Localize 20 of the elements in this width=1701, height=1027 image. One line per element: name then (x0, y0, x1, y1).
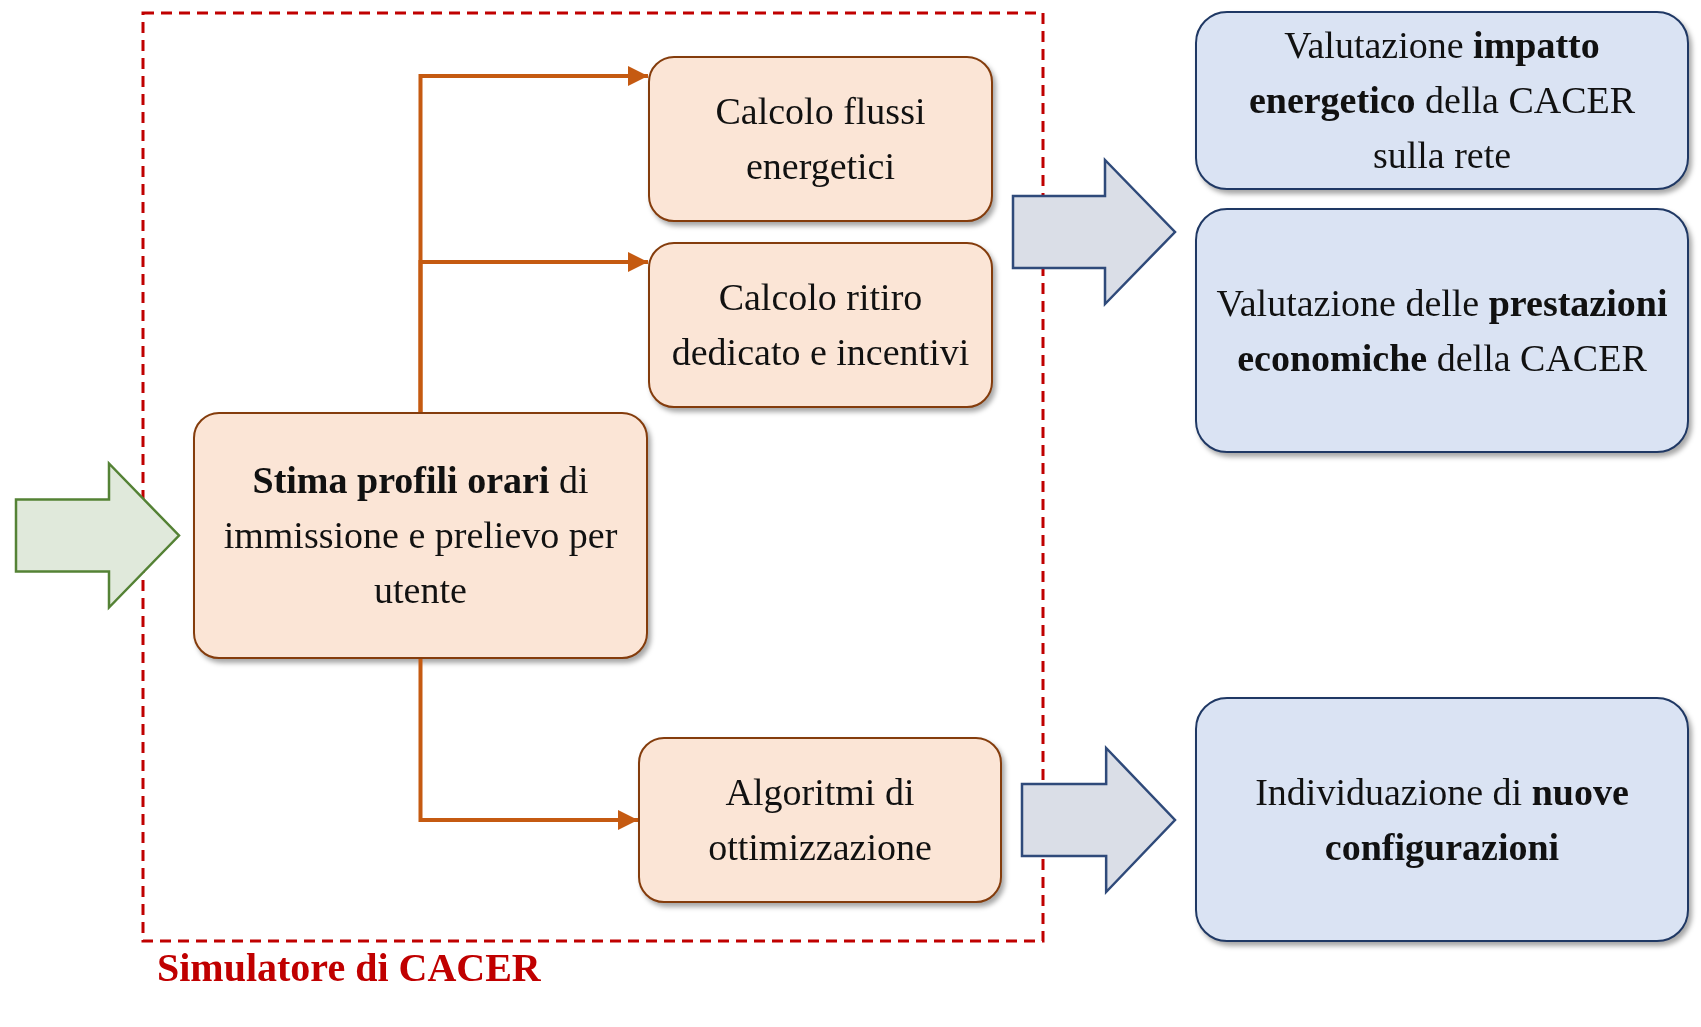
box-text: Individuazione di nuove configurazioni (1254, 769, 1630, 870)
block-arrow (1011, 156, 1177, 308)
process-box (193, 412, 648, 659)
result-box (1195, 11, 1689, 190)
result-box (1195, 697, 1689, 942)
box-text: Calcolo flussi energetici (714, 89, 927, 189)
process-box (638, 737, 1002, 903)
box-text: Valutazione impatto energetico della CACER sulla rete (1247, 23, 1637, 178)
connector-arrow (418, 659, 638, 830)
box-text: Algoritmi di ottimizzazione (707, 770, 933, 870)
group-heading: Simulatore di CACER (157, 944, 541, 991)
connector-arrow (418, 252, 648, 412)
box-text: Calcolo ritiro dedicato e incentivi (670, 275, 971, 375)
process-box (648, 242, 993, 408)
process-box (648, 56, 993, 222)
block-arrow (1020, 744, 1177, 896)
block-arrow (14, 460, 181, 611)
box-text: Valutazione delle prestazioni economiche della CACER (1215, 280, 1669, 381)
result-box (1195, 208, 1689, 453)
box-text: Stima profili orari di immissione e prelievo per utente (222, 458, 619, 613)
